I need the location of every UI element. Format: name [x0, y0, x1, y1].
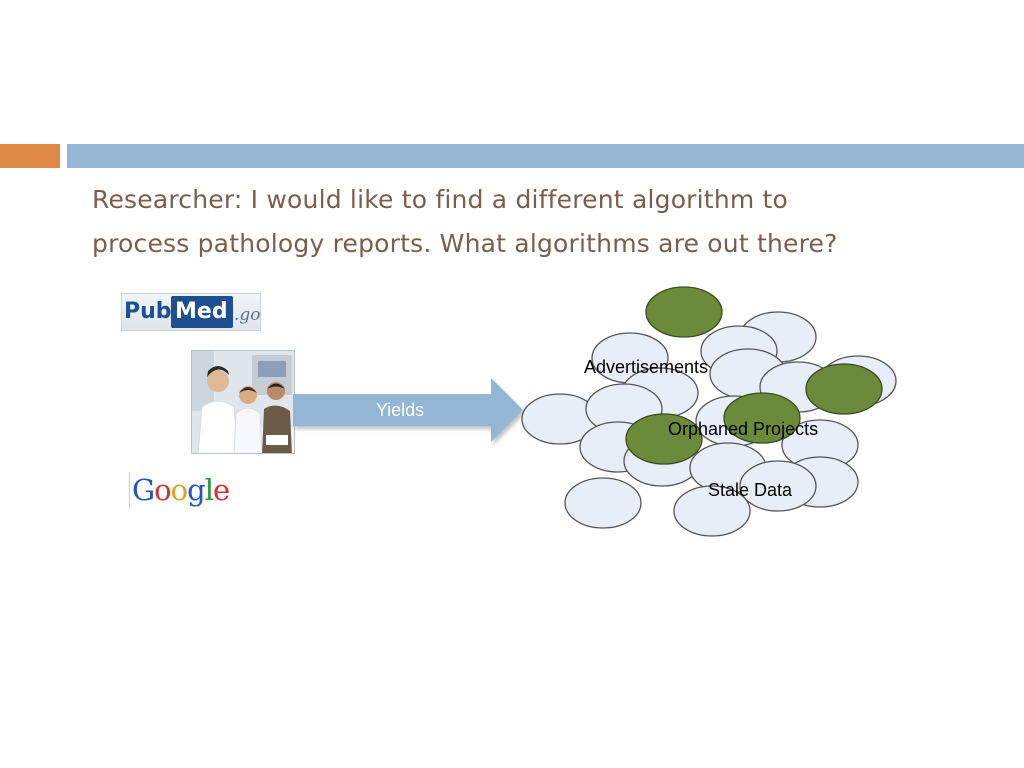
yields-arrow	[293, 378, 523, 442]
result-bubble	[623, 435, 701, 487]
label-stale-data: Stale Data	[708, 480, 793, 500]
pubmed-logo-pub: Pub	[124, 299, 172, 324]
google-logo-letter: e	[212, 473, 230, 507]
researchers-photo	[191, 350, 295, 454]
result-bubble	[579, 421, 657, 473]
label-orphaned-projects: Orphaned Projects	[668, 419, 819, 439]
google-logo: Google	[129, 472, 230, 508]
researchers-photo-illustration	[192, 351, 294, 453]
pubmed-logo-gov: .gov	[234, 305, 261, 325]
result-bubble	[819, 355, 897, 407]
result-bubble	[564, 477, 642, 529]
result-bubble	[585, 383, 663, 435]
yields-label: Yields	[375, 400, 425, 420]
result-bubble	[781, 456, 859, 508]
result-bubble	[700, 325, 778, 377]
result-bubble	[521, 393, 599, 445]
pubmed-logo: Pub Med .gov	[121, 293, 261, 331]
result-bubble-highlighted	[645, 286, 723, 338]
result-bubble	[759, 361, 837, 413]
slide-title-line-2: process pathology reports. What algorith…	[92, 229, 838, 258]
google-logo-letter: l	[204, 473, 214, 507]
google-logo-letter: g	[187, 473, 206, 507]
slide-title: Researcher: I would like to find a diffe…	[92, 178, 992, 266]
result-bubble	[709, 348, 787, 400]
result-bubble-highlighted	[805, 363, 883, 415]
pubmed-logo-med: Med	[175, 299, 228, 324]
google-logo-letter: o	[170, 473, 188, 507]
google-logo-letter: G	[132, 473, 155, 507]
accent-bar-blue	[67, 144, 1024, 168]
label-advertisements: Advertisements	[584, 357, 709, 377]
accent-bar-orange	[0, 144, 60, 168]
pubmed-logo-med-box	[171, 296, 233, 328]
slide-title-line-1: Researcher: I would like to find a diffe…	[92, 185, 789, 214]
google-logo-letter: o	[154, 473, 171, 507]
result-bubble	[739, 311, 817, 363]
